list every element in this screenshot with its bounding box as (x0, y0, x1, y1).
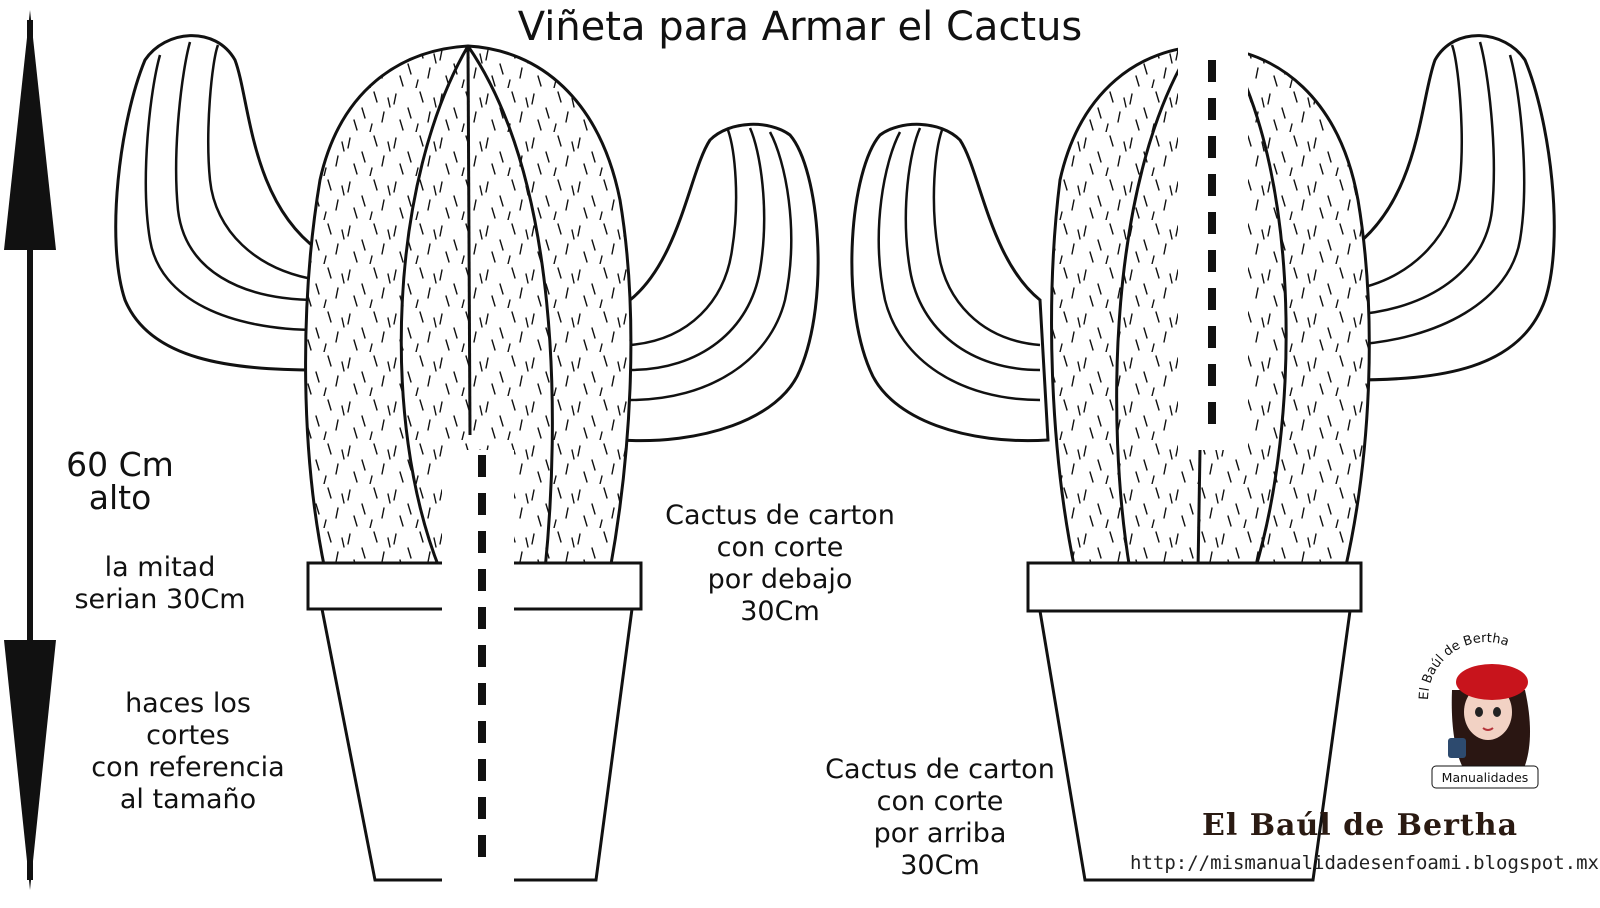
right-cactus-left-arm (850, 122, 1050, 443)
cuts-instruction: haces los cortes con referencia al tamañ… (91, 688, 285, 815)
left-cactus (114, 34, 820, 890)
right-cactus-caption: Cactus de carton con corte por arriba 30… (825, 754, 1055, 881)
logo-ribbon-text: Manualidades (1442, 770, 1529, 785)
right-pot-rim (1026, 561, 1363, 613)
brand-name: El Baúl de Bertha (1201, 808, 1519, 843)
left-cactus-left-arm (114, 34, 320, 372)
brand-logo-image: El Baúl de Bertha Manualidades (1417, 631, 1539, 789)
left-cactus-caption: Cactus de carton con corte por debajo 30… (665, 500, 895, 627)
page-title: Viñeta para Armar el Cactus (517, 4, 1083, 50)
brand-url: http://mismanualidadesenfoami.blogspot.m… (1130, 852, 1599, 874)
height-arrow (4, 10, 56, 890)
right-cactus (850, 34, 1556, 882)
half-label: la mitad serian 30Cm (74, 552, 246, 615)
height-label: 60 Cm alto (66, 445, 174, 517)
right-cactus-right-arm (1348, 34, 1556, 382)
right-pot-body (1038, 609, 1352, 882)
left-cactus-right-arm (618, 122, 820, 443)
